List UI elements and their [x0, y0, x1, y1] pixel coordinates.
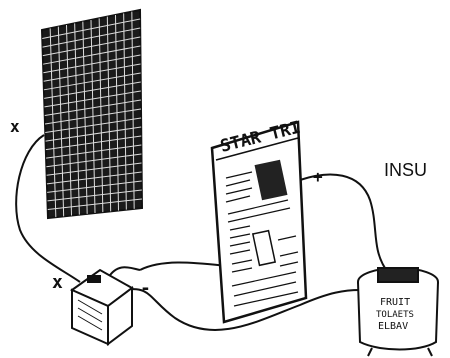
- insulation-caption: INSU: [384, 160, 427, 180]
- wire-newspaper-to-food-box: [300, 175, 385, 268]
- food-box-label-line1: FRUIT: [380, 297, 410, 308]
- solar-panel: [42, 10, 142, 218]
- panel-terminal-label: x: [10, 117, 20, 136]
- food-box-label-line2: TOLAETS: [376, 310, 414, 320]
- newspaper-terminal-label: +: [313, 167, 323, 186]
- battery-negative-label: -: [140, 278, 151, 299]
- food-box-label-line3: ELBAV: [378, 321, 408, 332]
- battery-box: [72, 270, 132, 344]
- battery-positive-label: x: [52, 272, 63, 293]
